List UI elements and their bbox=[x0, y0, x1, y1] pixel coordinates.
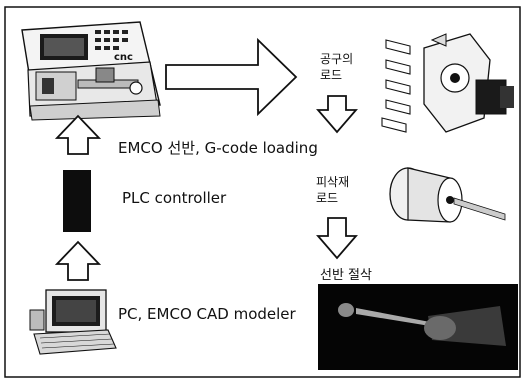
cnc-lathe-image bbox=[21, 21, 161, 121]
label-tool-load-1: 공구의 bbox=[320, 52, 354, 66]
diagram-border bbox=[4, 6, 521, 378]
pc-image bbox=[29, 289, 117, 355]
arrow-right-icon bbox=[165, 37, 298, 117]
label-emco-lathe-gcode: EMCO 선반, G-code loading bbox=[118, 139, 318, 157]
label-tool-load-2: 로드 bbox=[320, 68, 343, 82]
label-pc-cad-modeler: PC, EMCO CAD modeler bbox=[118, 305, 296, 323]
chuck-workpiece-image bbox=[389, 167, 506, 223]
arrow-down-icon bbox=[316, 217, 358, 260]
plc-controller-block bbox=[63, 170, 91, 232]
tool-turret-image bbox=[423, 33, 514, 133]
arrow-down-icon bbox=[316, 95, 358, 134]
arrow-up-icon bbox=[54, 240, 102, 281]
lathe-cutting-photo bbox=[318, 284, 518, 370]
label-plc-controller: PLC controller bbox=[122, 189, 227, 207]
machine-panel-text: cnc bbox=[114, 52, 133, 63]
label-lathe-cutting: 선반 절삭 bbox=[320, 268, 372, 283]
label-workpiece-load-1: 피삭재 bbox=[316, 175, 350, 189]
label-workpiece-load-2: 로드 bbox=[316, 191, 339, 205]
arrow-up-icon bbox=[54, 114, 102, 155]
tool-inserts-image bbox=[381, 39, 411, 133]
